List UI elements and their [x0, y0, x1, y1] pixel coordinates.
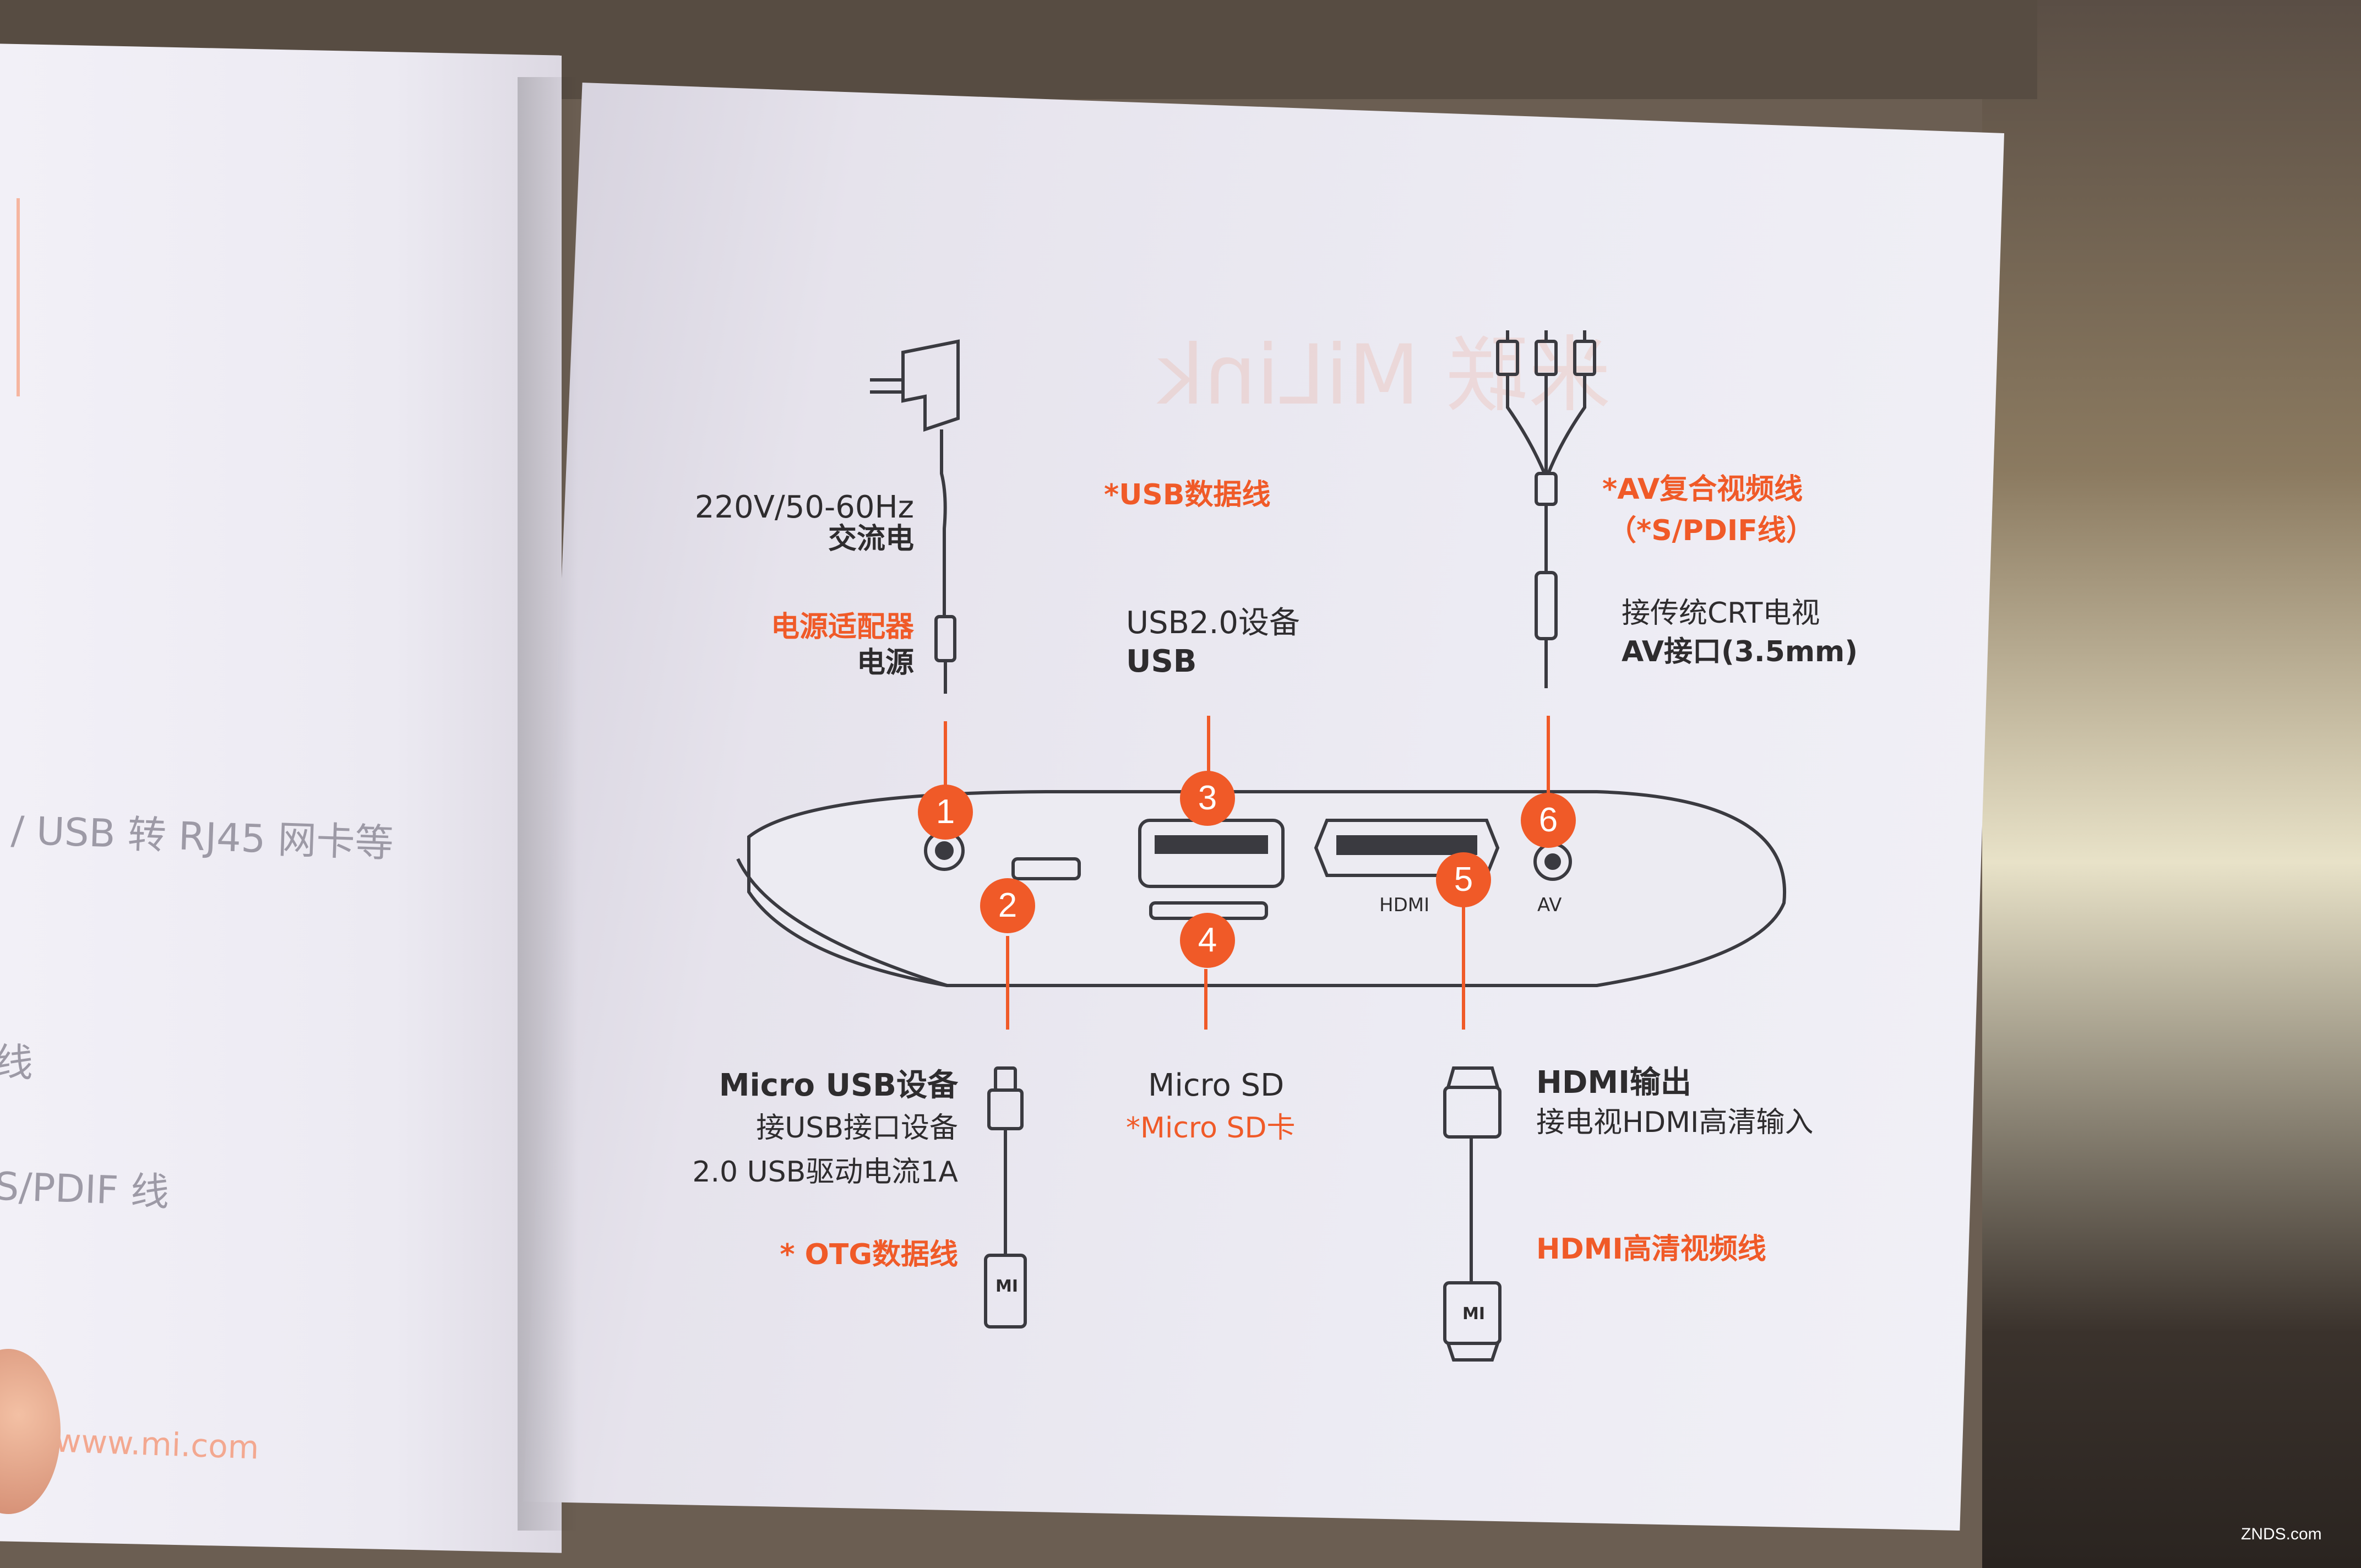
power-spec: 220V/50-60Hz [694, 489, 914, 525]
micro-usb-plug-logo: MI [995, 1277, 1019, 1296]
hdmi-accessory: HDMI高清视频线 [1536, 1233, 1766, 1266]
hdmi-title: HDMI输出 [1536, 1065, 1691, 1101]
av-port-label: AV [1537, 894, 1562, 916]
hdmi-port-label: HDMI [1379, 894, 1430, 916]
micro-usb-plug-icon [984, 1066, 1027, 1329]
av-accessory-sub: （*S/PDIF线） [1608, 514, 1815, 547]
av-cable-icon [1496, 330, 1596, 688]
badge-3: 3 [1180, 771, 1235, 826]
badge-4: 4 [1180, 913, 1235, 968]
left-accent-bar [17, 198, 20, 396]
background-right [1982, 0, 2361, 1568]
usb-device-label: USB2.0设备 [1126, 605, 1301, 641]
hdmi-desc: 接电视HDMI高清输入 [1536, 1106, 1814, 1139]
micro-usb-spec: 2.0 USB驱动电流1A [692, 1156, 958, 1189]
power-adapter-label: 电源适配器 [770, 611, 914, 644]
usb-cable-accessory: *USB数据线 [1104, 478, 1271, 511]
badge-6: 6 [1521, 793, 1576, 848]
micro-usb-title: Micro USB设备 [719, 1068, 958, 1103]
power-label: 电源 [856, 646, 914, 679]
micro-sd-accessory: *Micro SD卡 [1126, 1112, 1296, 1145]
micro-usb-accessory: * OTG数据线 [780, 1238, 958, 1271]
micro-sd-title: Micro SD [1148, 1068, 1285, 1103]
micro-usb-desc: 接USB接口设备 [756, 1112, 958, 1145]
badge-1: 1 [918, 785, 973, 840]
page-fold-shadow [518, 77, 578, 1531]
av-label: AV接口(3.5mm) [1622, 635, 1858, 668]
badge-5: 5 [1436, 852, 1491, 907]
connector-lines [944, 716, 1550, 1030]
device-body-icon [736, 790, 1787, 987]
power-ac: 交流电 [828, 522, 914, 556]
hdmi-plug-icon [1443, 1066, 1502, 1362]
av-desc: 接传统CRT电视 [1622, 597, 1820, 630]
power-adapter-icon [870, 339, 960, 694]
av-accessory: *AV复合视频线 [1602, 473, 1803, 506]
usb-label: USB [1126, 644, 1197, 679]
hdmi-plug-logo: MI [1462, 1304, 1486, 1324]
watermark: ZNDS.com [2241, 1525, 2322, 1543]
badge-2: 2 [980, 878, 1035, 933]
